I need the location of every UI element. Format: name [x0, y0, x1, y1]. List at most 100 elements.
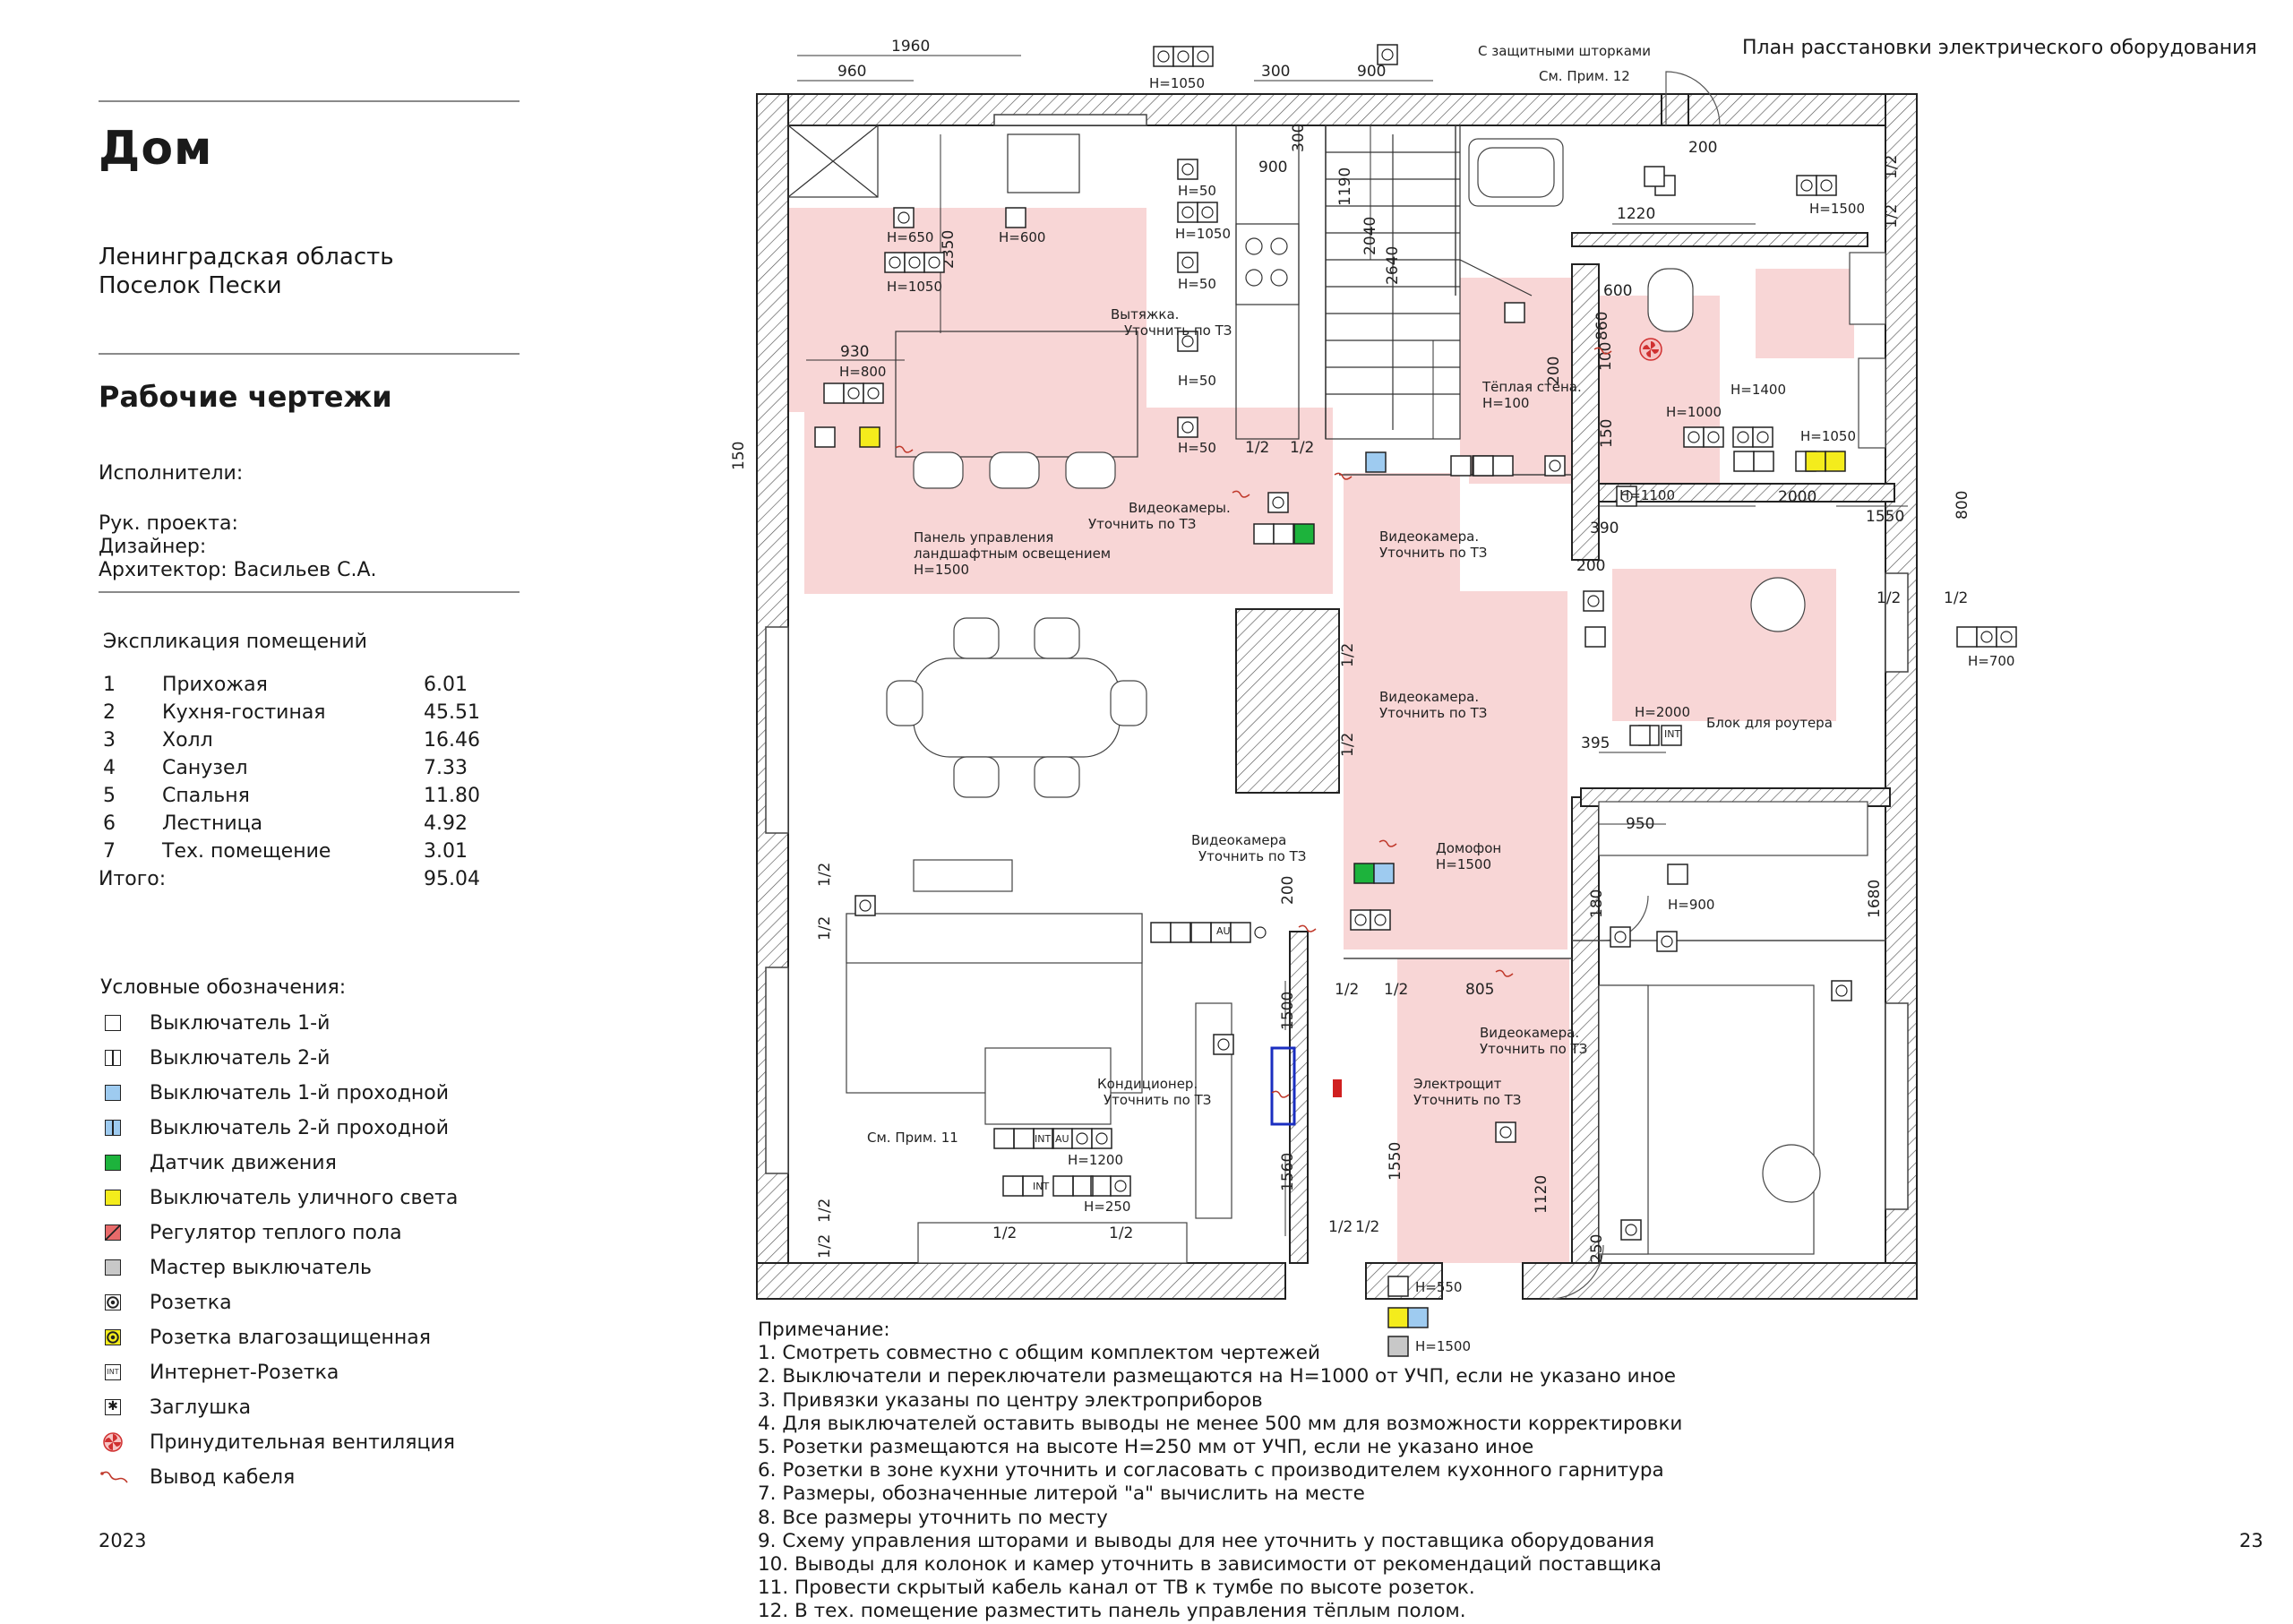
svg-text:950: 950 — [1626, 815, 1654, 833]
dining-set — [886, 617, 1147, 798]
master-switch-icon — [105, 1259, 121, 1276]
svg-text:Уточнить по ТЗ: Уточнить по ТЗ — [1480, 1041, 1587, 1057]
bar-stools — [913, 451, 1116, 489]
svg-text:250: 250 — [1588, 1234, 1606, 1263]
socket-rings — [847, 48, 2013, 1236]
divider-middle — [99, 353, 520, 355]
dimension-labels: 1960 960 300 900 200 1220 930 2000 1550 … — [730, 38, 1971, 1263]
explication-heading: Экспликация помещений — [103, 631, 367, 653]
notes-heading: Примечание: — [758, 1319, 890, 1341]
svg-text:1/2: 1/2 — [1328, 1218, 1353, 1236]
svg-text:ландшафтным освещением: ландшафтным освещением — [914, 546, 1111, 562]
project-title: Дом — [99, 122, 213, 176]
svg-text:H=1400: H=1400 — [1730, 382, 1786, 398]
svg-text:600: 600 — [1603, 282, 1632, 300]
svg-text:Видеокамера.: Видеокамера. — [1379, 528, 1479, 545]
svg-text:1/2: 1/2 — [1245, 439, 1269, 457]
waterproof-socket-icon — [105, 1329, 121, 1345]
svg-text:805: 805 — [1465, 981, 1494, 999]
svg-text:Видеокамера.: Видеокамера. — [1379, 689, 1479, 705]
svg-text:100: 100 — [1597, 342, 1615, 371]
note-item: 1. Смотреть совместно с общим комплектом… — [758, 1342, 1320, 1365]
svg-text:1/2: 1/2 — [1355, 1218, 1379, 1236]
svg-text:150: 150 — [1598, 419, 1616, 448]
svg-text:Видеокамера: Видеокамера — [1191, 832, 1286, 848]
svg-text:H=1050: H=1050 — [887, 279, 942, 295]
svg-text:2640: 2640 — [1384, 246, 1402, 285]
pass-switch-single-icon — [105, 1085, 121, 1101]
svg-text:1/2: 1/2 — [1883, 204, 1901, 228]
cable-outlet-icon — [100, 1471, 128, 1483]
svg-text:H=250: H=250 — [1084, 1199, 1130, 1215]
note-item: 9. Схему управления шторами и выводы для… — [758, 1529, 1655, 1552]
team-designer: Дизайнер: — [99, 536, 207, 558]
svg-text:H=1050: H=1050 — [1800, 428, 1856, 444]
svg-text:1/2: 1/2 — [1384, 981, 1408, 999]
bathroom-fixtures — [1468, 138, 1886, 449]
svg-text:H=900: H=900 — [1668, 897, 1714, 913]
svg-text:1/2: 1/2 — [1944, 589, 1968, 607]
divider-lower — [99, 591, 520, 593]
svg-text:H=1500: H=1500 — [914, 562, 969, 578]
svg-text:Блок для роутера: Блок для роутера — [1706, 715, 1833, 731]
staircase — [1325, 125, 1533, 440]
colored-devices — [859, 166, 1846, 1357]
page-number: 23 — [2239, 1530, 2263, 1551]
pass-switch-double-icon — [105, 1120, 121, 1136]
motion-sensor-icon — [105, 1155, 121, 1171]
svg-text:1/2: 1/2 — [1339, 643, 1357, 667]
note-item: 10. Выводы для колонок и камер уточнить … — [758, 1553, 1662, 1577]
svg-text:H=650: H=650 — [887, 229, 933, 245]
ventilation-fan-icon — [103, 1432, 123, 1452]
note-item: 11. Провести скрытый кабель канал от ТВ … — [758, 1577, 1475, 1600]
switch-double-icon — [105, 1050, 121, 1066]
switch-blocks — [814, 426, 1651, 943]
svg-text:1/2: 1/2 — [1109, 1224, 1133, 1242]
project-region: Ленинградская область — [99, 244, 394, 271]
svg-text:800: 800 — [1954, 491, 1971, 520]
cable-outlet-icons — [895, 347, 1612, 1098]
svg-text:H=700: H=700 — [1968, 653, 2014, 669]
svg-text:Уточнить по ТЗ: Уточнить по ТЗ — [1379, 545, 1487, 561]
svg-text:900: 900 — [1357, 63, 1386, 81]
svg-text:H=1500: H=1500 — [1809, 201, 1865, 217]
team-architect: Архитектор: Васильев С.А. — [99, 559, 377, 581]
svg-text:300: 300 — [1261, 63, 1290, 81]
svg-text:H=1200: H=1200 — [1068, 1152, 1123, 1168]
blank-plate-icon: ✱ — [105, 1399, 121, 1415]
svg-text:860: 860 — [1593, 312, 1611, 340]
living-room-furniture — [846, 859, 1232, 1264]
svg-text:См. Прим. 11: См. Прим. 11 — [867, 1130, 958, 1146]
svg-text:С защитными шторками: С защитными шторками — [1478, 43, 1651, 59]
note-item: 3. Привязки указаны по центру электропри… — [758, 1388, 1263, 1412]
svg-text:Кондиционер.: Кондиционер. — [1097, 1076, 1198, 1092]
svg-text:H=550: H=550 — [1415, 1279, 1462, 1295]
svg-text:1550: 1550 — [1866, 508, 1904, 526]
svg-text:1/2: 1/2 — [816, 1234, 834, 1259]
svg-text:200: 200 — [1545, 357, 1563, 385]
svg-text:Видеокамеры.: Видеокамеры. — [1129, 500, 1231, 516]
svg-text:1/2: 1/2 — [816, 863, 834, 887]
svg-text:200: 200 — [1279, 876, 1297, 905]
heated-floor-zones — [770, 208, 1854, 1263]
svg-text:1560: 1560 — [1279, 1153, 1297, 1191]
svg-text:200: 200 — [1688, 139, 1717, 157]
air-conditioner-marker — [1270, 1046, 1296, 1126]
svg-text:1/2: 1/2 — [992, 1224, 1017, 1242]
svg-text:H=50: H=50 — [1178, 373, 1216, 389]
svg-text:Уточнить по ТЗ: Уточнить по ТЗ — [1104, 1092, 1211, 1108]
svg-text:H=1050: H=1050 — [1149, 75, 1205, 91]
svg-text:1/2: 1/2 — [1290, 439, 1314, 457]
svg-text:300: 300 — [1290, 124, 1308, 152]
svg-text:Уточнить по ТЗ: Уточнить по ТЗ — [1088, 516, 1196, 532]
svg-text:2000: 2000 — [1778, 488, 1816, 506]
bedroom-furniture — [1598, 577, 1868, 1255]
socket-icon — [105, 1294, 121, 1310]
svg-text:H=50: H=50 — [1178, 276, 1216, 292]
svg-text:Электрощит: Электрощит — [1413, 1076, 1502, 1092]
